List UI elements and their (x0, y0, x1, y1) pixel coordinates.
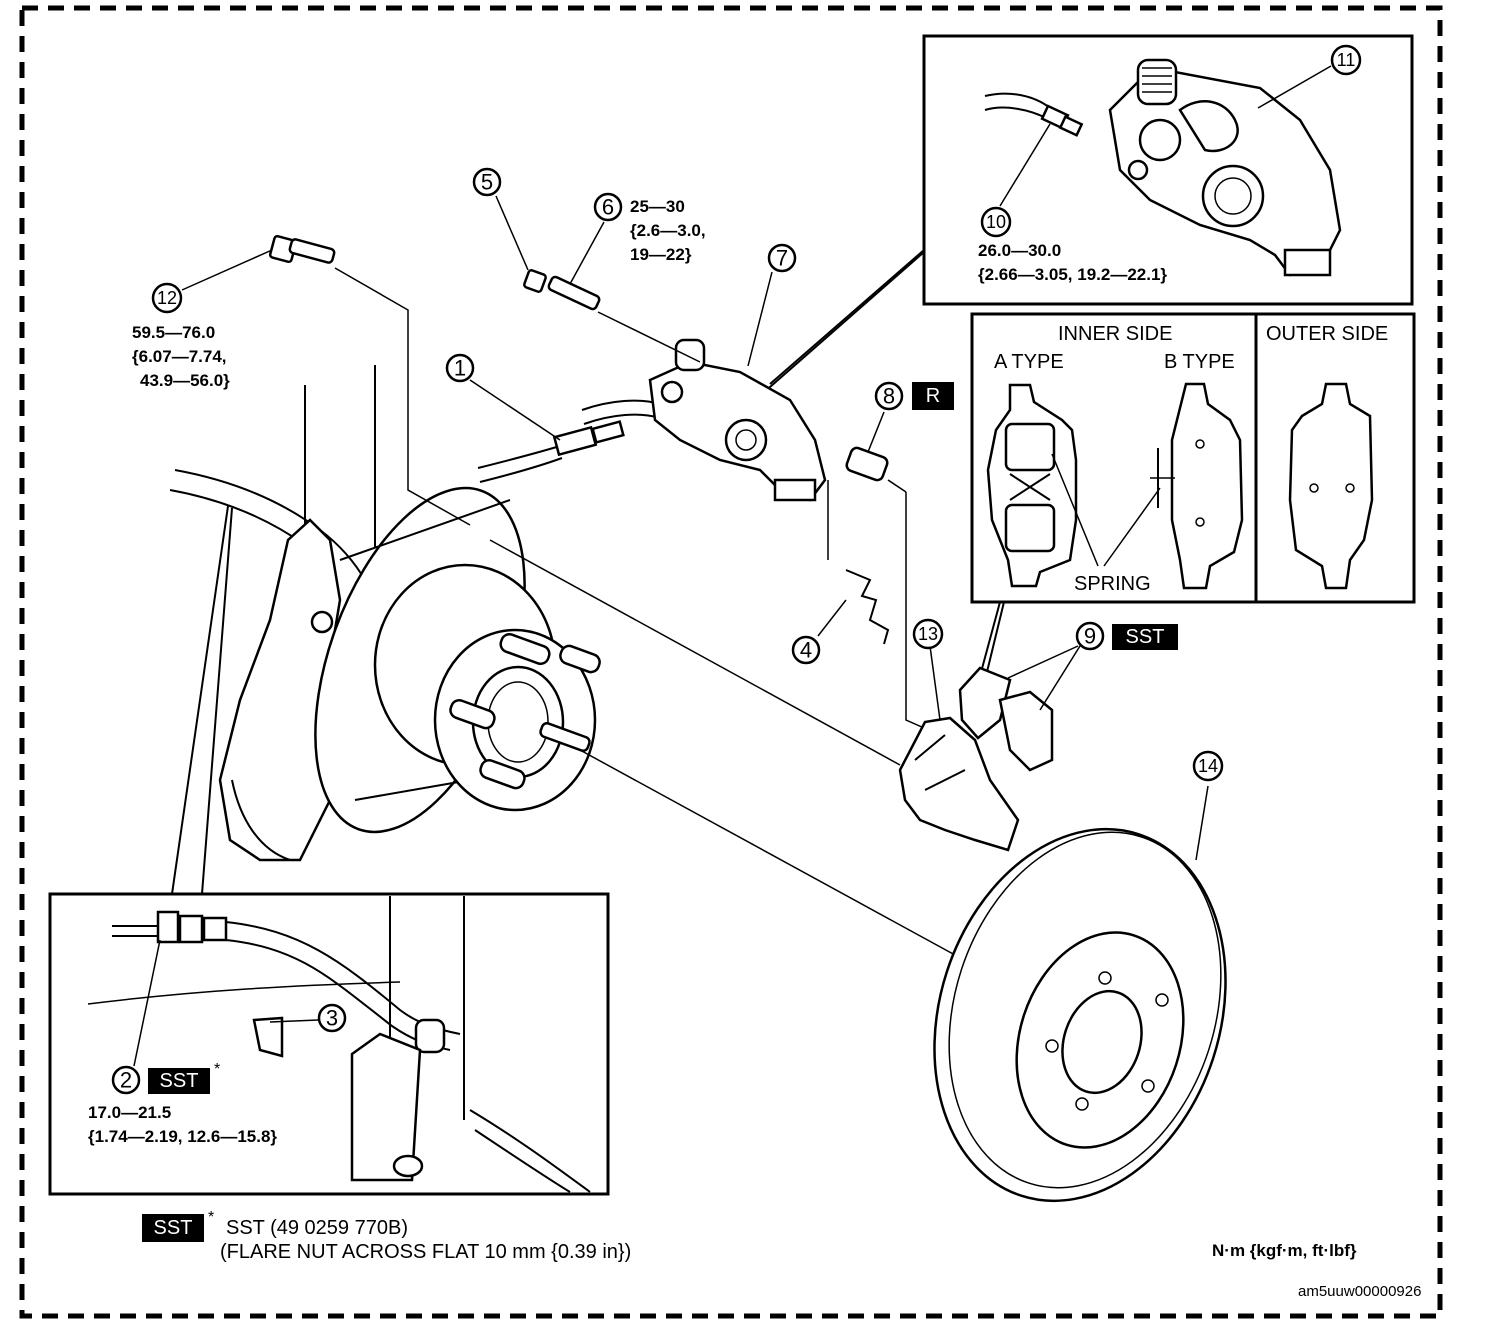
svg-text:19—22}: 19—22} (630, 245, 692, 264)
leader-5 (495, 195, 529, 271)
pad-types-box (970, 312, 1416, 604)
svg-text:6: 6 (602, 195, 614, 220)
svg-text:26.0—30.0: 26.0—30.0 (978, 241, 1061, 260)
svg-text:11: 11 (1337, 50, 1356, 70)
svg-text:7: 7 (776, 246, 788, 271)
callout-5: 5 (472, 167, 502, 197)
hub-assembly (373, 563, 601, 812)
callout-11: 11 (1330, 44, 1362, 76)
badge-sst-2: SST (148, 1068, 210, 1094)
leader-10 (999, 123, 1051, 207)
callout-10: 10 (980, 206, 1012, 238)
svg-text:12: 12 (157, 288, 177, 308)
label-b-type: B TYPE (1164, 351, 1235, 373)
label-outer-side: OUTER SIDE (1266, 323, 1388, 345)
leader-9b (1039, 645, 1081, 711)
dashed-frame (19, 5, 1443, 1319)
callout-13: 13 (912, 618, 944, 650)
svg-text:SST: SST (160, 1070, 199, 1092)
svg-text:3: 3 (326, 1006, 338, 1031)
torque-units: N·m {kgf·m, ft·lbf} (1212, 1241, 1357, 1260)
pad-a-type (986, 383, 1078, 588)
leader-8 (867, 411, 885, 453)
pad-b-type (1150, 382, 1244, 590)
callout-1: 1 (445, 353, 475, 383)
badge-sst-footer: SST (142, 1214, 204, 1242)
svg-text:13: 13 (918, 624, 938, 644)
callout-8: 8 (874, 381, 904, 411)
svg-text:17.0—21.5: 17.0—21.5 (88, 1103, 171, 1122)
brake-hose (477, 399, 661, 483)
svg-text:{2.66—3.05, 19.2—22.1}: {2.66—3.05, 19.2—22.1} (978, 265, 1167, 284)
callout-4: 4 (791, 635, 821, 665)
bolt-5 (523, 269, 547, 293)
torque-10: 26.0—30.0 {2.66—3.05, 19.2—22.1} (978, 241, 1167, 284)
svg-text:43.9—56.0}: 43.9—56.0} (140, 371, 230, 390)
svg-text:14: 14 (1198, 756, 1218, 776)
svg-text:{1.74—2.19, 12.6—15.8}: {1.74—2.19, 12.6—15.8} (88, 1127, 277, 1146)
torque-6: 25—30 {2.6—3.0, 19—22} (630, 197, 706, 264)
svg-text:{6.07—7.74,: {6.07—7.74, (132, 347, 227, 366)
svg-text:9: 9 (1084, 624, 1096, 649)
guide-pin-6 (547, 275, 601, 311)
sst-note-line1: SST (49 0259 770B) (226, 1217, 408, 1239)
svg-text:R: R (926, 385, 940, 407)
brake-disc-14 (933, 827, 1227, 1203)
leader-6 (569, 221, 605, 285)
torque-2: 17.0—21.5 {1.74—2.19, 12.6—15.8} (88, 1103, 277, 1146)
leader-14 (1195, 785, 1209, 861)
bolt-12 (268, 234, 336, 264)
svg-text:2: 2 (120, 1068, 132, 1093)
label-spring: SPRING (1074, 573, 1151, 595)
callout-7: 7 (767, 243, 797, 273)
callout-2: 2 (111, 1065, 141, 1095)
spring-leader-b (1103, 487, 1161, 567)
leader-1 (469, 379, 561, 441)
leader-11 (1257, 65, 1332, 109)
callout-14: 14 (1192, 750, 1224, 782)
asterisk-2: * (214, 1061, 220, 1078)
callout-6: 6 (593, 192, 623, 222)
svg-text:1: 1 (454, 356, 466, 381)
svg-text:25—30: 25—30 (630, 197, 685, 216)
leader-4 (817, 599, 847, 637)
hose-detail-box (48, 892, 610, 1196)
badge-sst-9: SST (1112, 624, 1178, 650)
svg-text:8: 8 (883, 384, 895, 409)
caliper-bracket-13 (898, 716, 1020, 852)
svg-text:59.5—76.0: 59.5—76.0 (132, 323, 215, 342)
label-a-type: A TYPE (994, 351, 1064, 373)
leader-13 (929, 645, 941, 721)
caliper-main (648, 338, 827, 502)
callout-3: 3 (317, 1003, 347, 1033)
svg-text:4: 4 (800, 638, 812, 663)
clip-4 (827, 480, 890, 645)
caliper-detail-drawing (984, 58, 1342, 277)
brake-pads-9 (958, 666, 1054, 772)
svg-text:{2.6—3.0,: {2.6—3.0, (630, 221, 706, 240)
pad-outer-side (1288, 382, 1374, 590)
callout-12: 12 (151, 282, 183, 314)
svg-text:SST: SST (154, 1217, 193, 1239)
bushing-8 (845, 446, 889, 482)
label-inner-side: INNER SIDE (1058, 323, 1172, 345)
svg-text:10: 10 (986, 212, 1006, 232)
torque-12: 59.5—76.0 {6.07—7.74, 43.9—56.0} (132, 323, 230, 390)
svg-text:SST: SST (1126, 626, 1165, 648)
caliper-detail-box (922, 34, 1414, 306)
leader-12 (181, 249, 273, 291)
figure-id: am5uuw00000926 (1298, 1283, 1421, 1300)
leader-7 (747, 271, 773, 367)
sst-note-line2: (FLARE NUT ACROSS FLAT 10 mm {0.39 in}) (220, 1241, 631, 1263)
leader-9a (1007, 645, 1079, 679)
hose-detail-drawing (87, 896, 591, 1193)
callout-9: 9 (1075, 621, 1105, 651)
leader-2 (133, 939, 161, 1067)
spring-leader-a (1051, 453, 1099, 567)
svg-text:5: 5 (481, 170, 493, 195)
leader-3 (269, 1019, 319, 1023)
asterisk-footer: * (208, 1209, 214, 1226)
badge-replace: R (912, 382, 954, 410)
